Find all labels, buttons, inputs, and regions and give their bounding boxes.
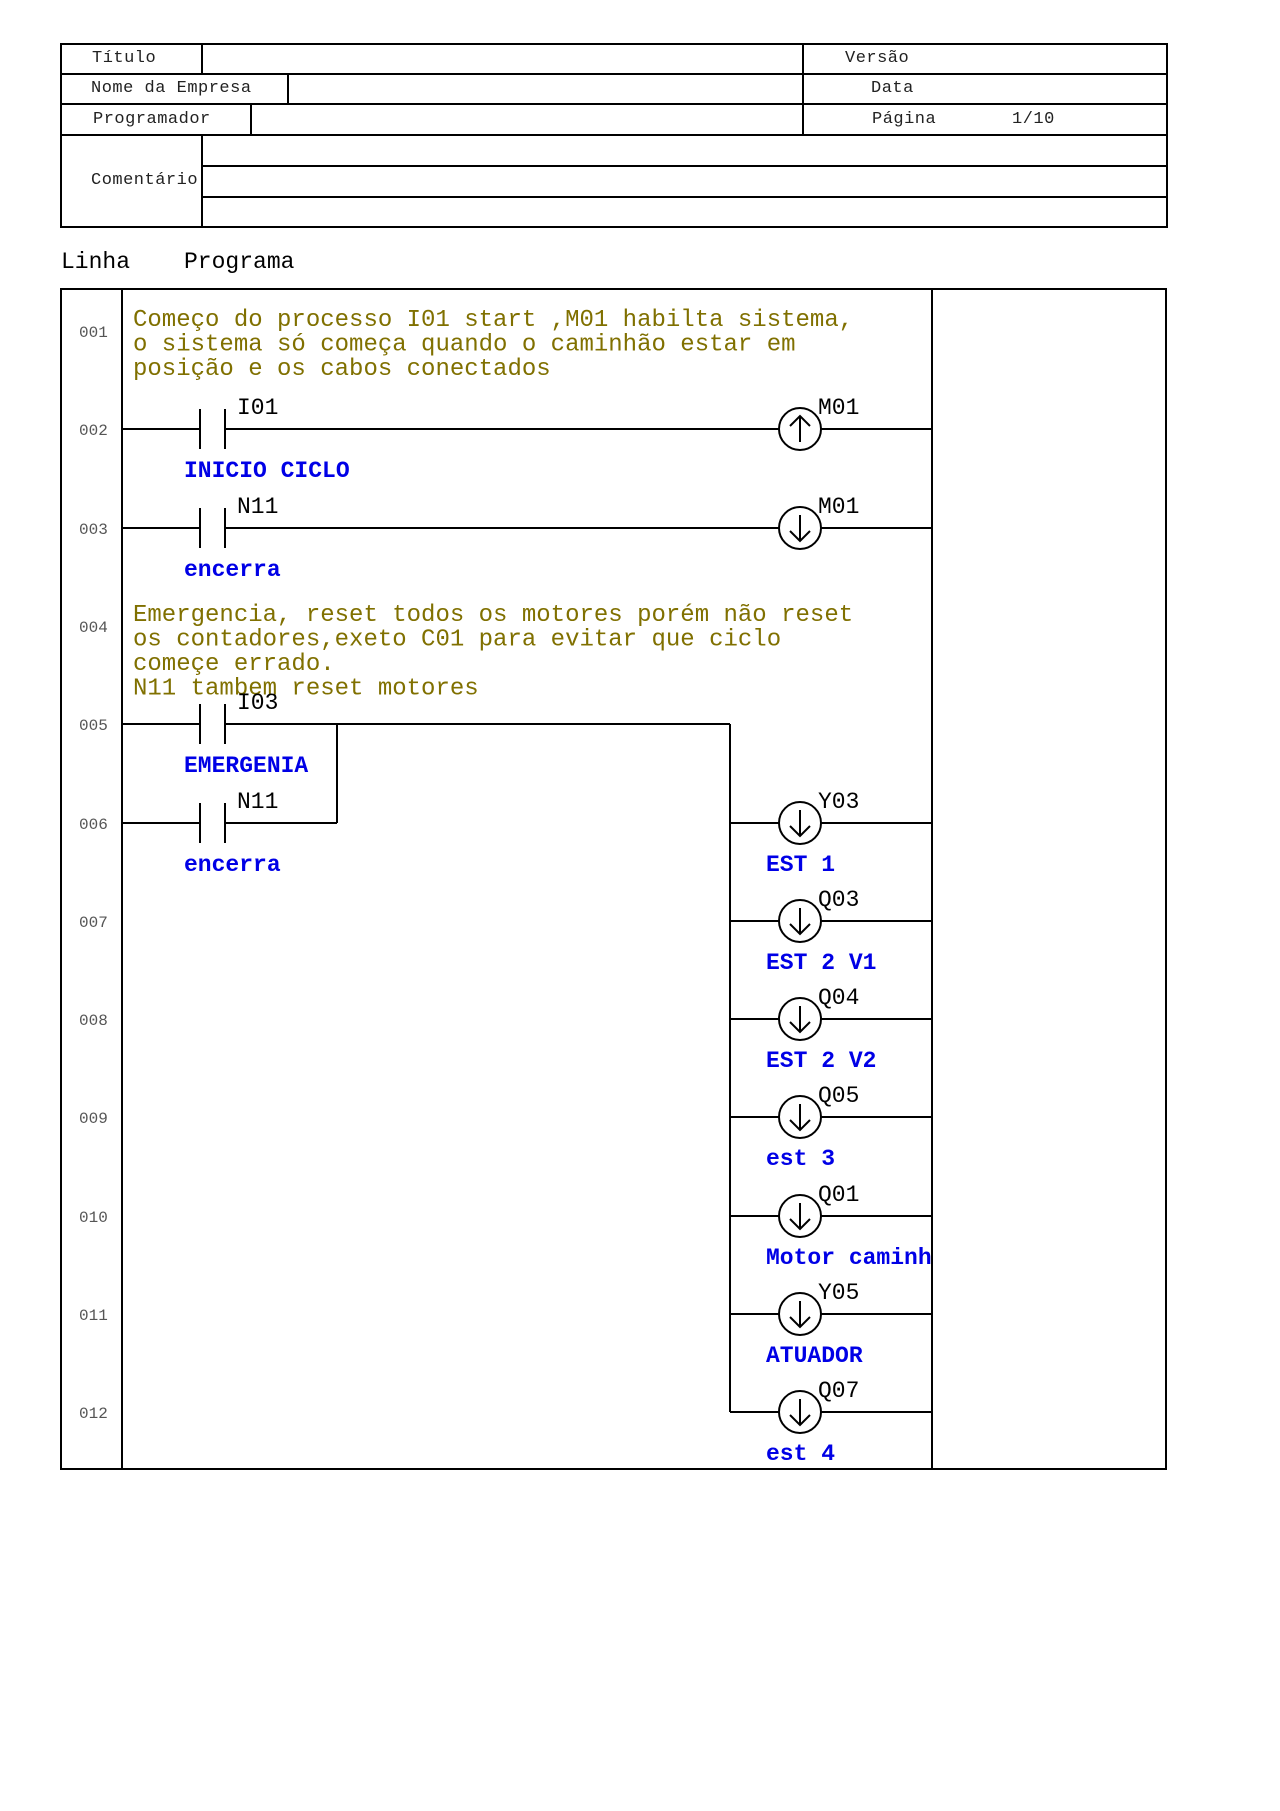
coil-tag: est 3 — [766, 1146, 835, 1172]
title-label: Título — [92, 49, 157, 68]
header-company-divider — [287, 73, 289, 104]
rung-comment-line: Emergencia, reset todos os motores porém… — [133, 602, 853, 629]
coil-operand: Q03 — [818, 887, 859, 913]
line-number: 012 — [79, 1405, 108, 1423]
contact-tag: EMERGENIA — [184, 753, 308, 779]
header-border-right — [1166, 43, 1168, 228]
header-border-top — [60, 43, 1168, 45]
line-column-header: Linha — [61, 249, 131, 275]
rung-wires — [122, 428, 932, 1413]
date-label: Data — [871, 79, 914, 98]
line-number: 006 — [79, 816, 108, 834]
coil-reset: Q05 est 3 — [766, 1083, 859, 1172]
header-divider-1 — [60, 73, 1168, 75]
coil-operand: M01 — [818, 494, 859, 520]
coil-tag: Motor caminh — [766, 1245, 932, 1271]
contact-no: N11 encerra — [184, 494, 281, 583]
coil-reset: Q07 est 4 — [766, 1378, 859, 1467]
coil-tag: EST 1 — [766, 852, 835, 878]
arrow-down-icon — [789, 515, 811, 543]
program-frame — [60, 288, 1167, 1470]
coil-operand: Y03 — [818, 789, 859, 815]
header-column-divider — [802, 43, 804, 136]
rung-comment-line: começe errado. — [133, 651, 335, 678]
line-number: 010 — [79, 1209, 108, 1227]
header-comment-divider — [201, 134, 203, 228]
page-label: Página — [872, 110, 937, 129]
arrow-down-icon — [789, 1006, 811, 1034]
arrow-down-icon — [789, 1203, 811, 1231]
coil-reset: M01 — [778, 494, 859, 550]
rung-comment-line: posição e os cabos conectados — [133, 356, 551, 383]
line-number: 007 — [79, 914, 108, 932]
header-table: Título Versão Nome da Empresa Data Progr… — [0, 0, 1280, 240]
contact-operand: N11 — [237, 494, 278, 520]
company-label: Nome da Empresa — [91, 79, 252, 98]
header-comment-rule-2 — [202, 196, 1168, 198]
arrow-down-icon — [789, 810, 811, 838]
line-number: 001 — [79, 324, 108, 342]
coil-tag: est 4 — [766, 1441, 835, 1467]
rung-comment-line: o sistema só começa quando o caminhão es… — [133, 332, 796, 359]
line-number-column: 001 002 003 004 005 006 007 008 009 010 011 012 — [79, 324, 108, 1423]
coil-operand: Q04 — [818, 985, 859, 1011]
version-label: Versão — [845, 49, 910, 68]
line-number: 011 — [79, 1307, 108, 1325]
rung-comment-line: N11 tambem reset motores — [133, 676, 479, 703]
rung-comment-line: os contadores,exeto C01 para evitar que … — [133, 627, 781, 654]
page-value: 1/10 — [1012, 110, 1055, 129]
programmer-label: Programador — [93, 110, 211, 129]
contact-operand: N11 — [237, 789, 278, 815]
coil-set: M01 — [778, 395, 859, 451]
header-title-divider — [201, 43, 203, 74]
coil-operand: Q05 — [818, 1083, 859, 1109]
arrow-up-icon — [789, 414, 811, 442]
rung-comment-line: Começo do processo I01 start ,M01 habilt… — [133, 307, 853, 334]
header-comment-rule-1 — [202, 165, 1168, 167]
arrow-down-icon — [789, 1104, 811, 1132]
coil-tag: ATUADOR — [766, 1343, 863, 1369]
header-border-left — [60, 43, 62, 228]
coil-tag: EST 2 V2 — [766, 1048, 876, 1074]
contact-tag: encerra — [184, 557, 281, 583]
contact-operand: I01 — [237, 395, 278, 421]
arrow-down-icon — [789, 1301, 811, 1329]
comment-label: Comentário — [91, 171, 199, 190]
program-column-header: Programa — [184, 249, 295, 275]
coil-operand: M01 — [818, 395, 859, 421]
contact-tag: encerra — [184, 852, 281, 878]
line-number: 009 — [79, 1110, 108, 1128]
line-number: 005 — [79, 717, 108, 735]
line-number: 008 — [79, 1012, 108, 1030]
contact-no: N11 encerra — [184, 789, 281, 878]
line-number: 002 — [79, 422, 108, 440]
coil-operand: Q01 — [818, 1182, 859, 1208]
header-programmer-divider — [250, 103, 252, 135]
header-divider-3 — [60, 134, 1168, 136]
arrow-down-icon — [789, 908, 811, 936]
header-border-bottom — [60, 226, 1168, 228]
coil-tag: EST 2 V1 — [766, 950, 876, 976]
comment-blocks: Começo do processo I01 start ,M01 habilt… — [133, 307, 853, 703]
line-number: 004 — [79, 619, 108, 637]
contact-operand: I03 — [237, 690, 278, 716]
contact-tag: INICIO CICLO — [184, 458, 350, 484]
coil-operand: Q07 — [818, 1378, 859, 1404]
header-divider-2 — [60, 103, 1168, 105]
line-number: 003 — [79, 521, 108, 539]
arrow-down-icon — [789, 1399, 811, 1427]
coil-operand: Y05 — [818, 1280, 859, 1306]
